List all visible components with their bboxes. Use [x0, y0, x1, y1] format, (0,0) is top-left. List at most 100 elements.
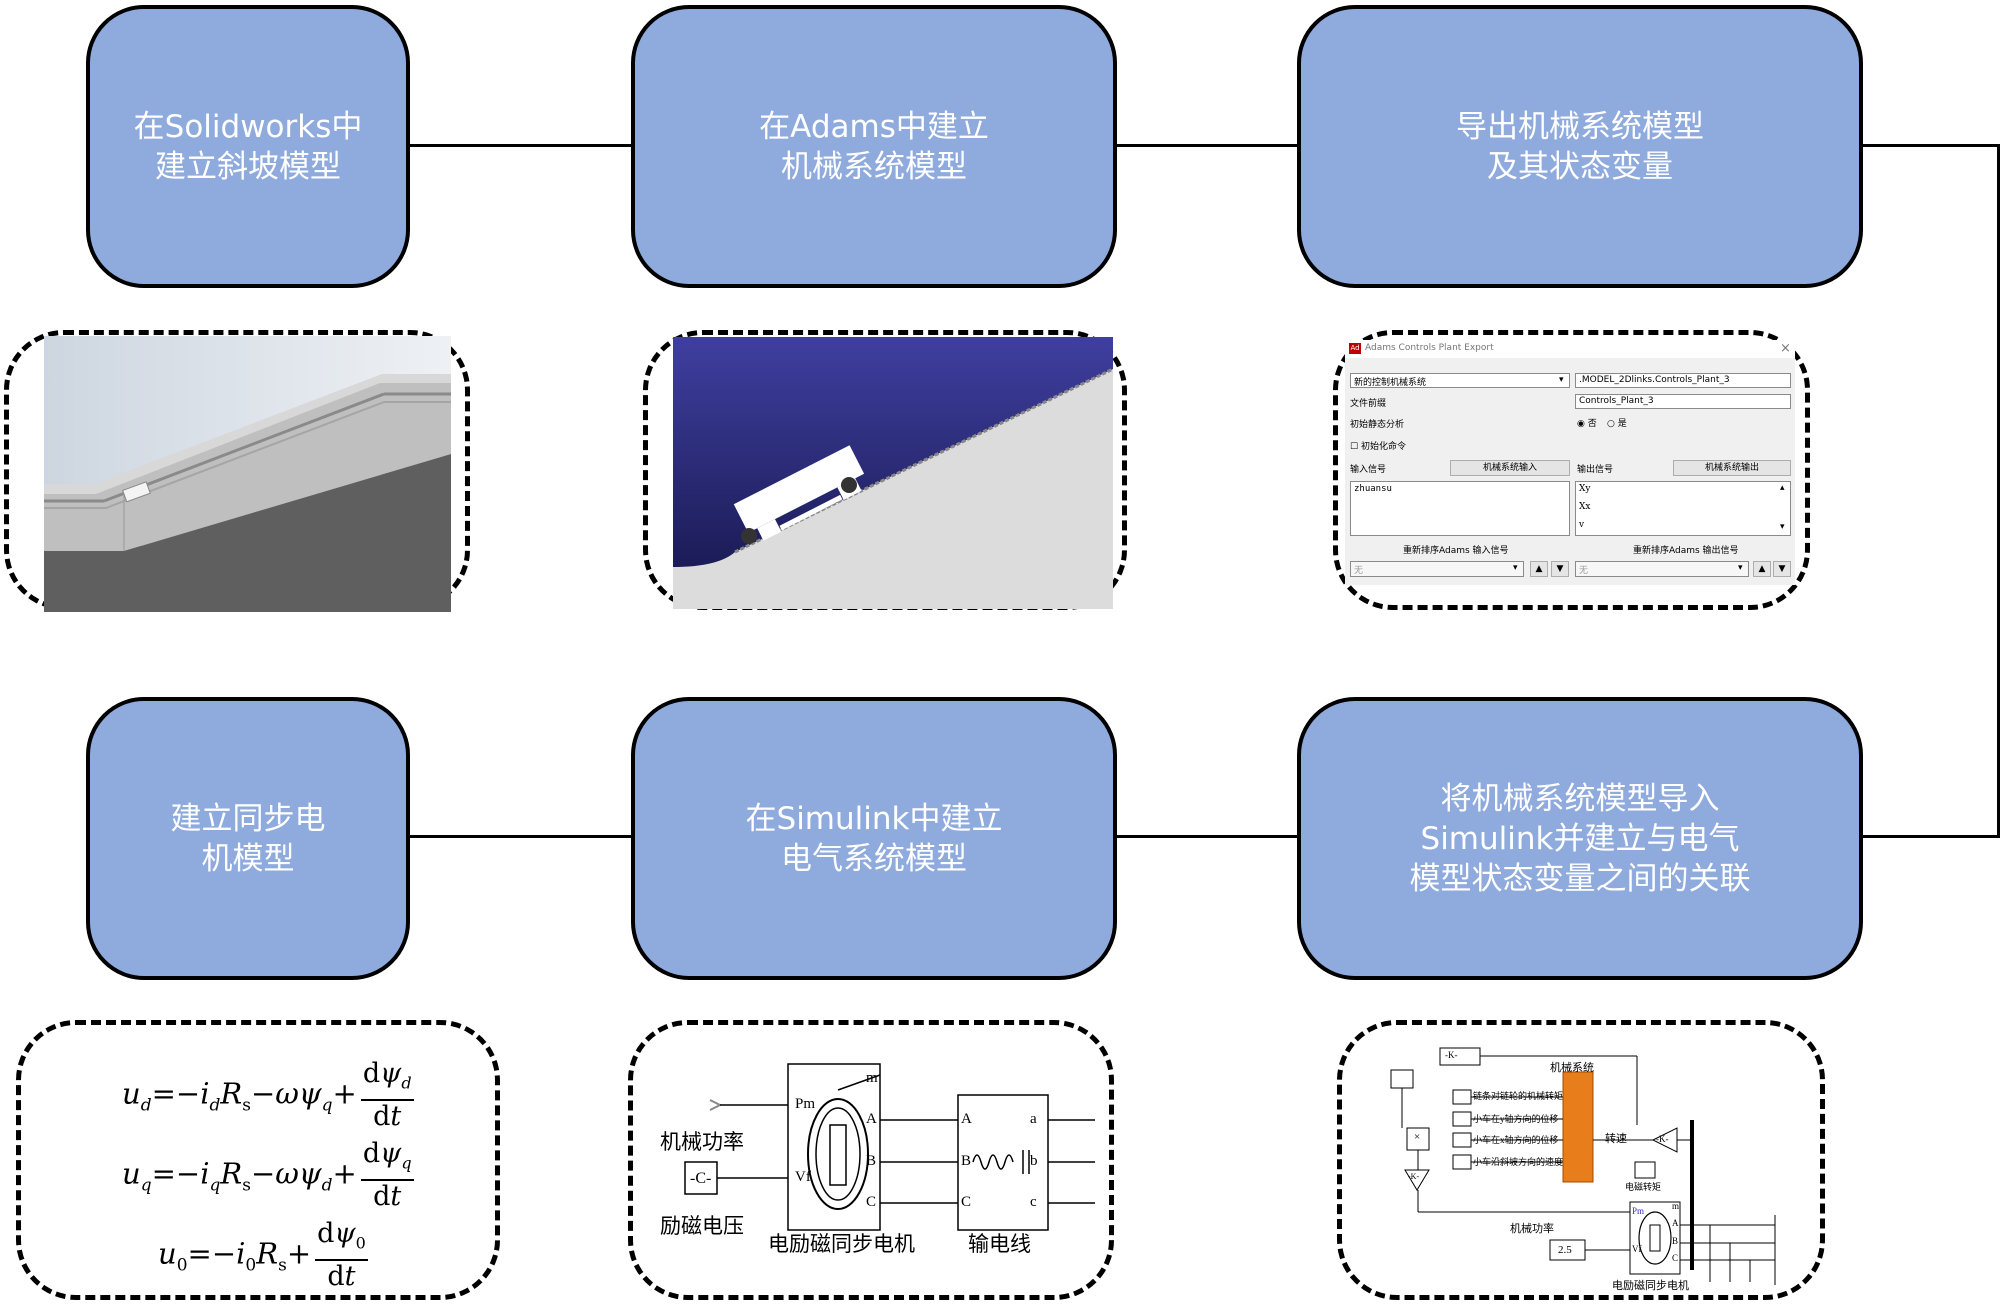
port-pm: Pm	[1632, 1206, 1645, 1216]
list-item[interactable]: Xy	[1579, 484, 1591, 494]
scroll-down-icon[interactable]: ▾	[1780, 522, 1785, 532]
gain-block-left	[1404, 1169, 1430, 1191]
constant-value: 2.5	[1558, 1244, 1572, 1256]
step-text: Simulink并建立与电气	[1420, 820, 1740, 857]
bus-bar	[1690, 1120, 1694, 1270]
machine-rotor-icon	[807, 1098, 869, 1210]
file-prefix-field[interactable]: Controls_Plant_3	[1575, 394, 1791, 409]
scope-block	[1390, 1069, 1414, 1089]
port-a: A	[1672, 1218, 1679, 1228]
dialog-close-icon[interactable]: ×	[1780, 341, 1791, 356]
static-analysis-label: 初始静态分析	[1350, 420, 1405, 430]
scope-block	[1634, 1161, 1656, 1179]
step-solidworks-slope: 在Solidworks中建立斜坡模型	[86, 5, 410, 288]
frame-simulink-electrical	[628, 1020, 1114, 1300]
line-impedance-icon	[972, 1150, 1030, 1174]
simulink-coupled-diagram	[1390, 1047, 1776, 1285]
mech-system-label: 机械系统	[1550, 1062, 1594, 1074]
step-text: 建立同步电	[170, 800, 326, 837]
plant-select[interactable]: 新的控制机械系统▾	[1350, 373, 1570, 388]
connector-5-4	[410, 835, 631, 838]
chevron-down-icon: ▾	[1513, 563, 1518, 573]
scope-block	[1452, 1111, 1472, 1127]
adams-export-dialog: Ad Adams Controls Plant Export × 新的控制机械系…	[1345, 340, 1795, 585]
reorder-output-select[interactable]: 无▾	[1575, 561, 1749, 577]
signal-slope-velocity: 小车沿斜坡方向的速度	[1473, 1157, 1564, 1167]
list-item[interactable]: v	[1579, 520, 1585, 530]
connector-3-right	[1863, 144, 2000, 147]
signal-y-displacement: 小车在y轴方向的位移	[1473, 1114, 1559, 1124]
chevron-down-icon: ▾	[1559, 375, 1564, 385]
output-signal-list[interactable]: Xy Xx v ▴ ▾	[1575, 481, 1791, 536]
step-text: 在Solidworks中	[133, 108, 363, 145]
move-up-icon[interactable]: ▲	[1530, 561, 1548, 577]
line-port-b-in: B	[961, 1153, 972, 1169]
connector-6-5	[1117, 835, 1297, 838]
mech-system-block	[1562, 1071, 1594, 1183]
excitation-label: 励磁电压	[660, 1214, 744, 1238]
adams-app-icon: Ad	[1349, 343, 1361, 354]
machine-label: 电励磁同步电机	[1612, 1280, 1689, 1292]
frame-simulink-coupled	[1337, 1020, 1825, 1300]
input-signal-list[interactable]: zhuansu	[1350, 481, 1570, 536]
move-down-icon[interactable]: ▼	[1551, 561, 1569, 577]
dialog-title-bar	[1345, 340, 1795, 358]
line-port-a-in: A	[961, 1111, 972, 1127]
const-block-label: -C-	[690, 1170, 712, 1187]
step-text: 在Simulink中建立	[745, 800, 1003, 837]
mech-input-button[interactable]: 机械系统输入	[1450, 460, 1570, 476]
reorder-input-select[interactable]: 无▾	[1350, 561, 1524, 577]
line-port-a-out: a	[1030, 1111, 1037, 1127]
solidworks-slope-render	[44, 336, 451, 612]
port-b: B	[1672, 1236, 1679, 1246]
frame-equations	[16, 1020, 500, 1300]
adams-cart-render	[673, 337, 1113, 609]
scope-block	[1452, 1154, 1472, 1170]
port-a: A	[866, 1111, 877, 1127]
signal-chain-torque: 链条对链轮的机械转矩	[1473, 1091, 1564, 1101]
step-export-model: 导出机械系统模型及其状态变量	[1297, 5, 1863, 288]
reorder-output-label: 重新排序Adams 输出信号	[1633, 546, 1739, 556]
product-label: ×	[1414, 1131, 1421, 1143]
move-down-icon[interactable]: ▼	[1773, 561, 1791, 577]
port-c: C	[1672, 1253, 1679, 1263]
step-text: 机模型	[201, 840, 295, 877]
gain-block-top	[1439, 1047, 1481, 1066]
port-pm: Pm	[795, 1096, 816, 1112]
scope-block	[1452, 1132, 1472, 1148]
port-c: C	[866, 1194, 877, 1210]
connector-right-6	[1863, 835, 2000, 838]
mech-power-label: 机械功率	[660, 1130, 744, 1154]
step-text: 建立斜坡模型	[155, 148, 341, 185]
connector-right-vertical	[1997, 144, 2000, 838]
step-adams-mechanical: 在Adams中建立机械系统模型	[631, 5, 1117, 288]
line-port-c-out: c	[1030, 1194, 1037, 1210]
chevron-down-icon: ▾	[1738, 563, 1743, 573]
mech-output-button[interactable]: 机械系统输出	[1673, 460, 1791, 476]
signal-x-displacement: 小车在x轴方向的位移	[1473, 1135, 1559, 1145]
init-command-checkbox[interactable]: ☐ 初始化命令	[1350, 442, 1406, 452]
line-port-c-in: C	[961, 1194, 972, 1210]
move-up-icon[interactable]: ▲	[1753, 561, 1771, 577]
mech-power-inport	[709, 1099, 723, 1111]
port-vf: Vf	[1632, 1244, 1642, 1254]
file-prefix-label: 文件前缀	[1350, 399, 1387, 409]
step-text: 及其状态变量	[1487, 148, 1673, 185]
list-item[interactable]: zhuansu	[1354, 484, 1392, 494]
scroll-up-icon[interactable]: ▴	[1780, 483, 1785, 493]
output-signal-label: 输出信号	[1577, 465, 1614, 475]
gain-left-label: -K-	[1408, 1172, 1420, 1181]
step-text: 导出机械系统模型	[1456, 108, 1704, 145]
plant-name-field[interactable]: .MODEL_2Dlinks.Controls_Plant_3	[1575, 373, 1791, 388]
step-text: 机械系统模型	[781, 148, 967, 185]
port-m: m	[1672, 1201, 1680, 1211]
mech-power-label: 机械功率	[1510, 1223, 1554, 1235]
list-item[interactable]: Xx	[1579, 502, 1591, 512]
radio-yes[interactable]: ○ 是	[1607, 419, 1627, 429]
step-text: 电气系统模型	[781, 840, 967, 877]
radio-no[interactable]: ◉ 否	[1577, 419, 1597, 429]
